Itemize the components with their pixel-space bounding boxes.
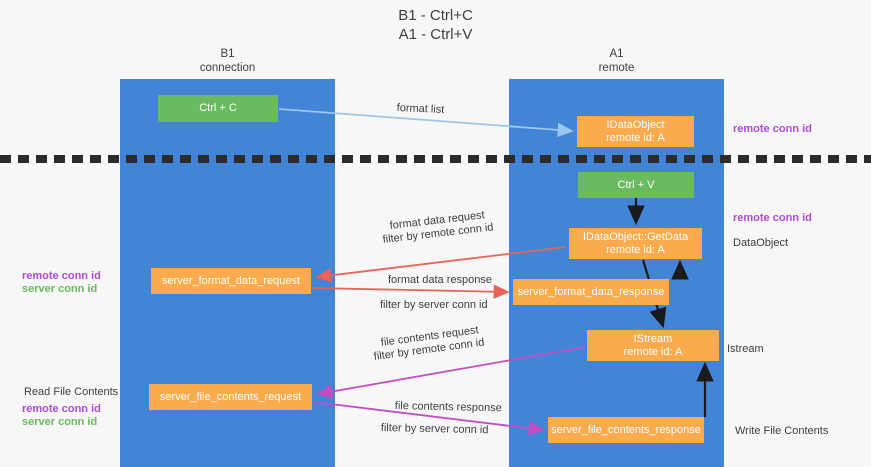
node-istream-line1: IStream [633,332,673,345]
filter-key-server-conn-id-1: server conn id [418,299,488,311]
wire-format-data-response [312,284,510,299]
node-ctrl-v[interactable]: Ctrl + V [578,172,694,198]
node-getdata-line2: remote id: A [606,243,665,256]
filter-prefix-2: filter by [380,299,419,311]
arrow-label-file-contents-response: file contents response [394,399,502,415]
page-title: B1 - Ctrl+C A1 - Ctrl+V [0,6,871,44]
filter-prefix-4: filter by [380,421,420,435]
node-ctrl-c[interactable]: Ctrl + C [158,95,278,122]
annotation-left-server-conn-id-mid: server conn id [22,283,98,295]
annotation-left-remote-conn-id-mid: remote conn id [22,270,101,282]
node-ctrl-c-label: Ctrl + C [199,102,237,114]
node-server-format-data-request-label: server_format_data_request [161,274,301,287]
phase-divider [0,155,871,163]
arrow-label-format-list: format list [396,101,445,116]
node-ctrl-v-label: Ctrl + V [617,178,655,191]
column-header-b1: B1 connection [120,48,335,75]
column-header-b1-role: connection [199,61,256,74]
node-server-file-contents-response-label: server_file_contents_response [551,423,701,436]
node-idataobject[interactable]: IDataObject remote id: A [577,116,694,147]
column-header-a1-role: remote [598,61,635,74]
annotation-right-write-file-contents: Write File Contents [735,425,829,437]
annotation-right-istream: Istream [727,343,764,355]
annotation-left-remote-conn-id-bottom: remote conn id [22,403,101,415]
arrow-label-format-data-response-filter: filter by server conn id [380,298,488,312]
column-header-a1: A1 remote [509,48,724,75]
annotation-left-read-file-contents: Read File Contents [24,386,119,398]
node-server-file-contents-request[interactable]: server_file_contents_request [149,384,312,410]
filter-prefix-1: filter by [382,229,422,246]
column-header-a1-name: A1 [609,48,624,60]
node-server-file-contents-response[interactable]: server_file_contents_response [548,417,704,443]
node-server-format-data-request[interactable]: server_format_data_request [151,268,311,294]
annotation-right-remote-conn-id-mid: remote conn id [733,212,812,224]
node-server-file-contents-request-label: server_file_contents_request [159,390,302,403]
annotation-right-dataobject: DataObject [733,237,789,249]
title-line-2: A1 - Ctrl+V [398,26,473,43]
node-server-format-data-response-label: server_format_data_response [517,285,665,298]
filter-key-server-conn-id-2: server conn id [419,422,489,437]
column-header-b1-name: B1 [220,48,235,60]
node-idataobject-getdata[interactable]: IDataObject::GetData remote id: A [569,228,702,259]
annotation-right-remote-conn-id-top: remote conn id [733,123,812,135]
node-server-format-data-response[interactable]: server_format_data_response [513,279,669,305]
arrow-label-format-data-response: format data response [388,274,492,286]
node-getdata-line1: IDataObject::GetData [582,230,689,243]
arrow-label-file-contents-response-filter: filter by server conn id [381,421,489,437]
node-idataobject-line2: remote id: A [606,131,665,144]
annotation-left-server-conn-id-bottom: server conn id [22,416,98,428]
node-idataobject-line1: IDataObject [606,118,665,131]
title-line-1: B1 - Ctrl+C [398,7,473,24]
node-istream[interactable]: IStream remote id: A [587,330,719,361]
node-istream-line2: remote id: A [623,345,683,358]
filter-prefix-3: filter by [373,345,413,363]
